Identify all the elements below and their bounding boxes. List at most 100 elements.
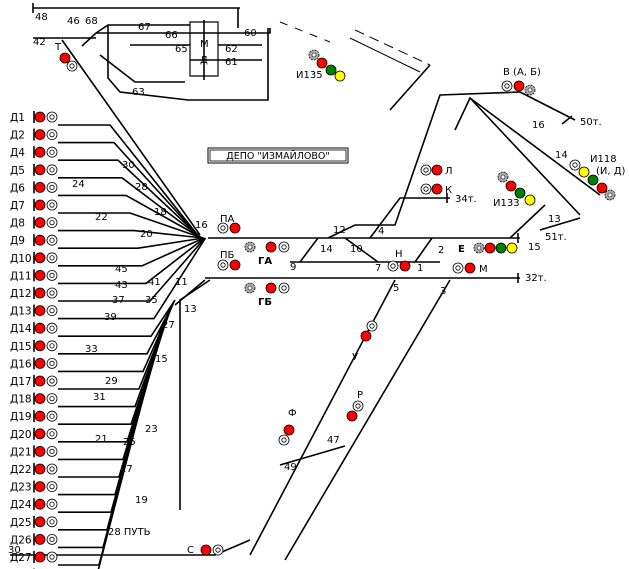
fan-label-22: 23 [145, 424, 158, 435]
signal-lens-д1 [46, 111, 58, 123]
fan-line-д5 [58, 177, 202, 239]
signal-lamp-д9 [34, 234, 46, 246]
signal-lamp-д24 [34, 498, 46, 510]
signal-lens-д7 [46, 199, 58, 211]
signal-gb-label: ГБ [258, 297, 272, 308]
signal-lens-д15 [46, 340, 58, 352]
signal-lens-д2 [46, 129, 58, 141]
depot-title-frame [207, 147, 349, 164]
signal-gb-lens [278, 282, 290, 294]
signal-u-lens-inner [369, 323, 375, 329]
fan-label-24: 19 [135, 495, 148, 506]
signal-ga-label: ГА [258, 256, 272, 267]
upper-yard-tracks [32, 3, 431, 236]
signal-i135-lamp3 [334, 70, 346, 82]
signal-label-д26: Д26 [10, 534, 32, 546]
signal-label-д4: Д4 [10, 147, 25, 159]
signal-lamp-д14 [34, 322, 46, 334]
signal-s-lamp [200, 544, 212, 556]
main-label-3: 10 [350, 244, 363, 255]
signal-lens-д27 [46, 551, 58, 563]
dead-end-50t: 50т. [580, 117, 602, 128]
signal-e-head-hub [476, 245, 482, 251]
signal-label-д24: Д24 [10, 499, 32, 511]
signal-ga-lamp [265, 241, 277, 253]
main-line-tracks [10, 91, 601, 561]
signal-i118-lens [569, 159, 581, 171]
signal-lens-д5 [46, 164, 58, 176]
signal-lens-д20-inner [49, 431, 55, 437]
main-label-15: 49 [284, 462, 297, 473]
dead-end-32t: 32т. [525, 273, 547, 284]
signal-i118-lamp3 [596, 182, 608, 194]
signal-lens-д6 [46, 181, 58, 193]
signal-lens-д23-inner [49, 483, 55, 490]
fan-label-9: 41 [148, 277, 161, 288]
signal-lamp-д23 [34, 481, 46, 493]
signal-s-lens-inner [215, 547, 221, 553]
signal-lens-д23 [46, 481, 58, 493]
signal-lamp-д18 [34, 393, 46, 405]
signal-lens-д12-inner [49, 290, 55, 296]
signal-k-lens-inner [423, 186, 429, 192]
fan-label-12: 35 [145, 295, 158, 306]
signal-k-lamp [431, 183, 443, 195]
signal-pa-lamp [229, 222, 241, 234]
signal-lamp-д7 [34, 199, 46, 211]
signal-lens-д18 [46, 393, 58, 405]
signal-label-д1: Д1 [10, 112, 25, 124]
signal-f-label: Ф [288, 408, 297, 419]
signal-label-д19: Д19 [10, 411, 32, 423]
signal-label-д17: Д17 [10, 376, 32, 388]
signal-label-д14: Д14 [10, 323, 32, 335]
signal-lamp-д21 [34, 445, 46, 457]
signal-lamp-д10 [34, 252, 46, 264]
main-label-5: 1 [417, 263, 423, 274]
signal-i133-lamp3 [524, 194, 536, 206]
signal-v-lens [501, 80, 513, 92]
signal-label-д10: Д10 [10, 253, 32, 265]
signal-label-д16: Д16 [10, 358, 32, 370]
signal-k-lens [420, 183, 432, 195]
signal-lamp-д22 [34, 463, 46, 475]
signal-lens-д13-inner [49, 307, 55, 314]
signal-e-lamp1 [484, 242, 496, 254]
signal-l-label: Л [445, 166, 453, 177]
signal-pb-lens-inner [220, 262, 226, 268]
signal-lamp-д12 [34, 287, 46, 299]
track-label-68: 68 [85, 16, 98, 27]
signal-t-lens-inner [69, 63, 75, 69]
fan-line-д28 [97, 327, 162, 569]
signal-pa-lens [217, 222, 229, 234]
signal-lens-д21 [46, 445, 58, 457]
signal-i135-head-hub [311, 52, 317, 58]
signal-lens-д15-inner [49, 343, 55, 349]
signal-label-д20: Д20 [10, 429, 32, 441]
signal-n-lens [387, 260, 399, 272]
signal-lamp-д1 [34, 111, 46, 123]
fan-label-14: 27 [162, 320, 175, 331]
main-label-8: 5 [393, 283, 399, 294]
signal-label-д18: Д18 [10, 394, 32, 406]
fan-label-3: 18 [154, 207, 167, 218]
signal-lamp-д17 [34, 375, 46, 387]
signal-u-lamp [360, 330, 372, 342]
fan-label-21: 25 [123, 437, 136, 448]
fan-line-д11 [58, 237, 205, 285]
fan-label-23: 17 [120, 464, 133, 475]
signal-lens-д9-inner [49, 237, 55, 243]
signal-lamp-д13 [34, 305, 46, 317]
fan-label-8: 43 [115, 280, 128, 291]
signal-v-head-hub [527, 87, 533, 93]
signal-i135-label: И135 [296, 70, 323, 81]
signal-f-lens [278, 434, 290, 446]
signal-lens-д26 [46, 534, 58, 545]
fan-label-5: 20 [140, 229, 153, 240]
signal-s-lens [212, 544, 224, 556]
signal-e-lamp3 [506, 242, 518, 254]
main-label-13: 16 [532, 120, 545, 131]
signals-and-labels: Д1Д2Д4Д5Д6Д7Д8Д9Д10Д11Д12Д13Д14Д15Д16Д17… [8, 12, 626, 569]
signal-u-label: У [352, 352, 358, 363]
signal-ga-head-hub [247, 244, 253, 250]
